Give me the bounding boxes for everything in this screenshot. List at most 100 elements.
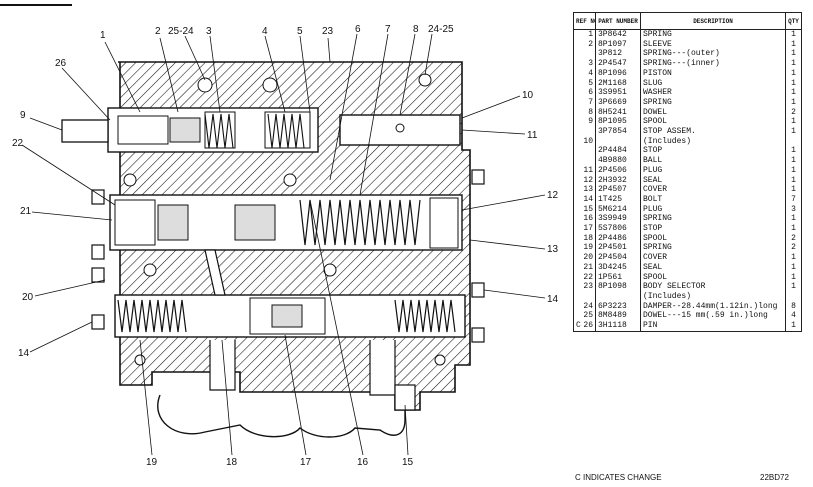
description-cell: BALL <box>640 156 786 166</box>
header-desc: DESCRIPTION <box>640 12 786 30</box>
description-cell: SPRING---(outer) <box>640 49 786 60</box>
qty-cell: 1 <box>785 68 802 79</box>
header-part: PART NUMBER <box>595 12 641 30</box>
description-cell: PIN <box>640 321 786 332</box>
callout-1: 1 <box>100 30 106 41</box>
ref-cell: 5 <box>573 78 596 89</box>
callout-23: 23 <box>322 26 334 37</box>
callout-26: 26 <box>55 58 67 69</box>
qty-cell: 2 <box>785 233 802 244</box>
description-cell: STOP ASSEM. <box>640 127 786 137</box>
ref-number: 16 <box>583 214 593 224</box>
ref-number: 17 <box>583 224 593 234</box>
ref-number: 9 <box>588 117 593 127</box>
qty-cell: 7 <box>785 194 802 205</box>
ref-cell: 8 <box>573 107 596 118</box>
part-number-cell: 5M6214 <box>595 204 641 215</box>
qty-cell: 1 <box>785 185 802 195</box>
table-row: 10(Includes) <box>573 136 802 147</box>
qty-cell: 1 <box>785 156 802 166</box>
callout-14-right: 14 <box>547 294 559 305</box>
part-number-cell: 8P1096 <box>595 68 641 79</box>
description-cell: WASHER <box>640 88 786 98</box>
part-number-cell: 3P6669 <box>595 97 641 108</box>
callout-22: 22 <box>12 138 24 149</box>
part-number-cell: 1T425 <box>595 194 641 205</box>
ref-number: 25 <box>583 311 593 321</box>
part-number-cell: 5S7806 <box>595 224 641 234</box>
ref-number: 23 <box>583 282 593 292</box>
ref-cell: 10 <box>573 136 596 147</box>
callout-12: 12 <box>547 190 559 201</box>
part-number-cell: 3S9949 <box>595 214 641 225</box>
callout-7: 7 <box>385 24 391 35</box>
callout-24-25: 24-25 <box>428 24 454 35</box>
ref-cell: 22 <box>573 272 596 283</box>
qty-cell: 1 <box>785 127 802 137</box>
spring-middle <box>299 199 421 246</box>
callout-4: 4 <box>262 26 268 37</box>
ref-cell: 1 <box>573 29 596 40</box>
part-number-cell: 1P561 <box>595 272 641 283</box>
qty-cell: 1 <box>785 224 802 234</box>
callout-13: 13 <box>547 244 559 255</box>
ref-number: 1 <box>588 30 593 39</box>
ref-number: 7 <box>588 97 593 107</box>
description-cell: SPOOL <box>640 233 786 244</box>
description-cell: SLEEVE <box>640 39 786 50</box>
description-cell: SLUG <box>640 78 786 89</box>
ref-cell: 14 <box>573 194 596 205</box>
ref-cell: 16 <box>573 214 596 225</box>
ref-number: 8 <box>588 107 593 117</box>
callout-5: 5 <box>297 26 303 37</box>
part-number-cell: 2M1168 <box>595 78 641 89</box>
description-cell: PLUG <box>640 165 786 176</box>
callout-2: 2 <box>155 26 161 37</box>
part-number-cell: 3H1118 <box>595 321 641 332</box>
part-number-cell: 8P1098 <box>595 282 641 292</box>
part-number-cell: 2H3932 <box>595 175 641 186</box>
ref-number: 2 <box>588 39 593 49</box>
callout-11: 11 <box>527 130 538 141</box>
part-number-cell: 3D4245 <box>595 262 641 273</box>
leader-lines <box>21 33 546 456</box>
qty-cell: 2 <box>785 107 802 118</box>
description-cell: DOWEL---15 mm(.59 in.)long <box>640 311 786 322</box>
ref-number: 10 <box>583 136 593 146</box>
ref-cell <box>573 146 596 157</box>
callout-16: 16 <box>357 457 369 468</box>
part-number-cell: 4B9880 <box>595 156 641 166</box>
ref-cell: 9 <box>573 117 596 128</box>
drawing-code: 22BD72 <box>760 473 789 482</box>
change-marker: C <box>576 321 581 331</box>
ref-number: 11 <box>583 165 593 175</box>
middle-bore <box>109 194 463 251</box>
ref-number: 26 <box>583 321 593 331</box>
qty-cell: 1 <box>785 214 802 225</box>
part-number-cell: 6P3223 <box>595 301 641 312</box>
ref-cell: 24 <box>573 301 596 312</box>
ref-cell: 3 <box>573 59 596 69</box>
part-number-cell <box>595 136 641 147</box>
description-cell: BODY SELECTOR <box>640 282 786 292</box>
qty-cell <box>785 291 802 302</box>
ref-number: 5 <box>588 78 593 88</box>
ref-number: 19 <box>583 243 593 253</box>
